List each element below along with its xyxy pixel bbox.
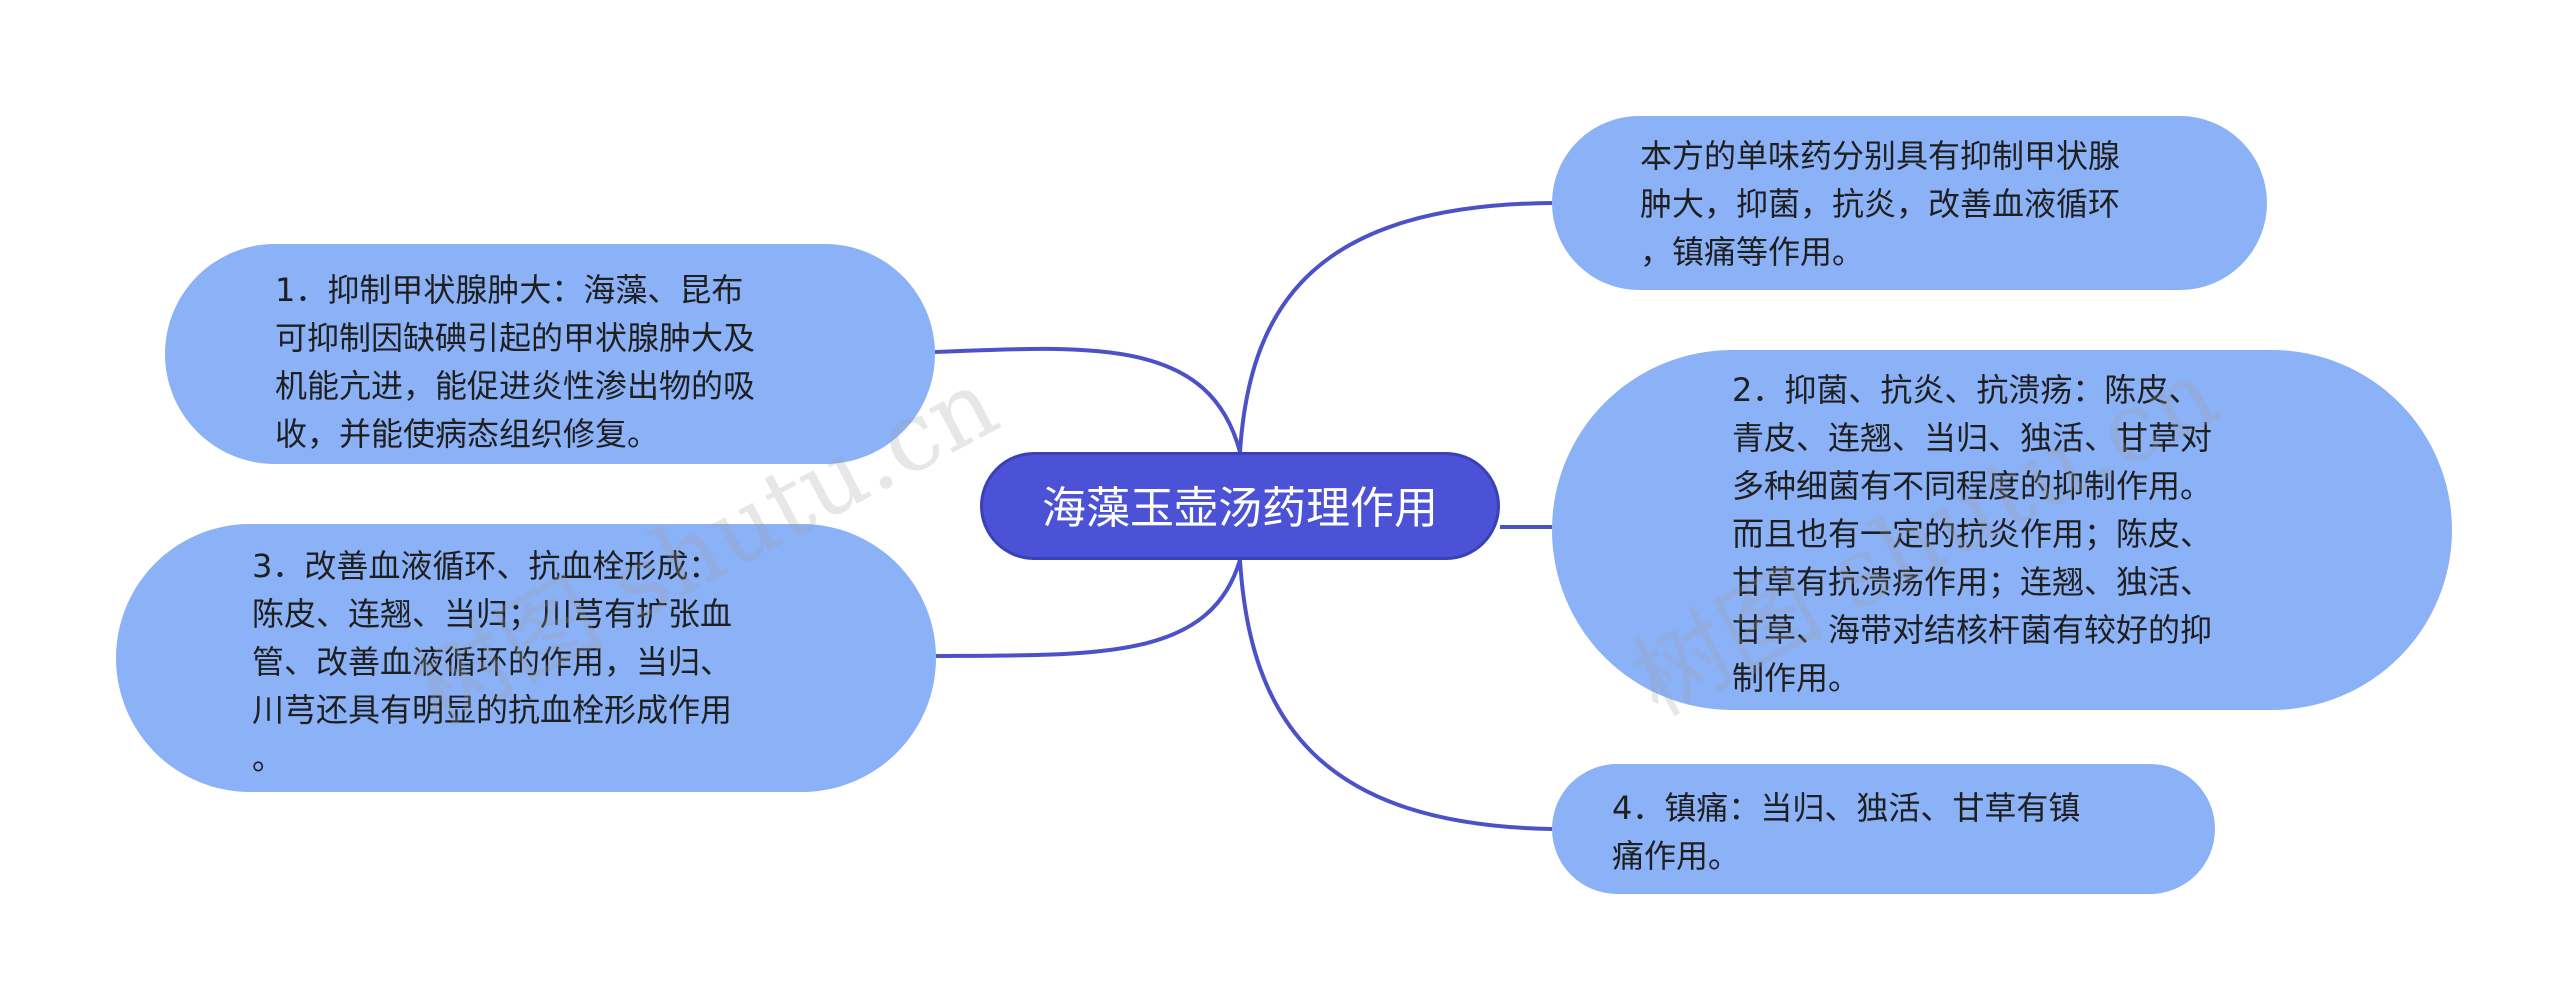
topic-node-analgesic[interactable]: 4．镇痛：当归、独活、甘草有镇 痛作用。 (1552, 764, 2215, 894)
topic-text: 本方的单味药分别具有抑制甲状腺 肿大，抑菌，抗炎，改善血液循环 ，镇痛等作用。 (1640, 137, 2121, 271)
topic-node-antibacterial[interactable]: 2．抑菌、抗炎、抗溃疡：陈皮、 青皮、连翘、当归、独活、甘草对 多种细菌有不同程… (1552, 350, 2452, 710)
topic-node-summary[interactable]: 本方的单味药分别具有抑制甲状腺 肿大，抑菌，抗炎，改善血液循环 ，镇痛等作用。 (1552, 116, 2267, 290)
link-to-node-4 (1238, 559, 1553, 831)
central-topic[interactable]: 海藻玉壶汤药理作用 (980, 452, 1500, 560)
topic-node-inhibit-goiter[interactable]: 1．抑制甲状腺肿大：海藻、昆布 可抑制因缺碘引起的甲状腺肿大及 机能亢进，能促进… (165, 244, 935, 464)
topic-node-circulation[interactable]: 3．改善血液循环、抗血栓形成： 陈皮、连翘、当归；川芎有扩张血 管、改善血液循环… (116, 524, 936, 792)
topic-text: 4．镇痛：当归、独活、甘草有镇 痛作用。 (1612, 789, 2081, 875)
topic-text: 1．抑制甲状腺肿大：海藻、昆布 可抑制因缺碘引起的甲状腺肿大及 机能亢进，能促进… (275, 271, 756, 453)
link-to-node-r1 (1238, 201, 1553, 453)
topic-text: 3．改善血液循环、抗血栓形成： 陈皮、连翘、当归；川芎有扩张血 管、改善血液循环… (252, 547, 733, 777)
link-to-node-3 (935, 559, 1242, 658)
topic-text: 2．抑菌、抗炎、抗溃疡：陈皮、 青皮、连翘、当归、独活、甘草对 多种细菌有不同程… (1732, 371, 2213, 697)
link-to-node-1 (934, 346, 1242, 453)
